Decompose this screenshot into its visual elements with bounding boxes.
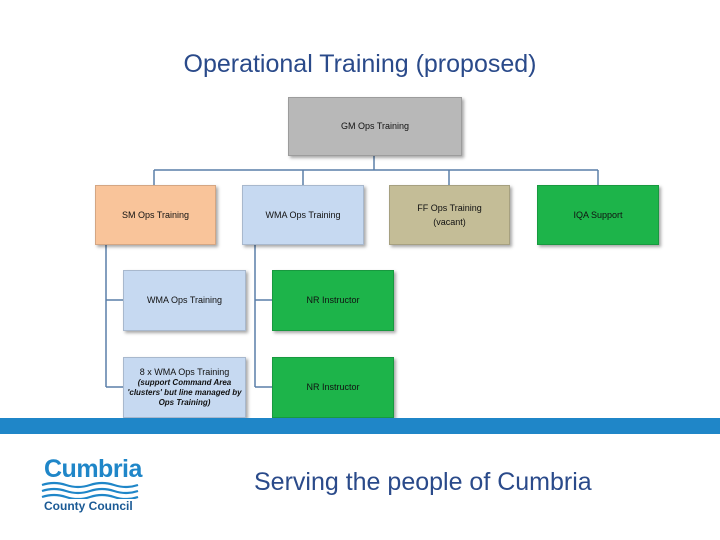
- node-wma-ops-training-mid: WMA Ops Training: [123, 270, 246, 331]
- node-gm-ops-training: GM Ops Training: [288, 97, 462, 156]
- org-chart-connectors: [105, 156, 599, 388]
- footer-band: [0, 418, 720, 434]
- node-label: IQA Support: [573, 209, 623, 220]
- cumbria-county-council-logo: Cumbria County Council: [30, 447, 162, 522]
- node-label-line2: (vacant): [433, 216, 466, 227]
- node-label-line2: (support Command Area 'clusters' but lin…: [127, 378, 242, 407]
- node-iqa-support: IQA Support: [537, 185, 659, 245]
- node-sm-ops-training: SM Ops Training: [95, 185, 216, 245]
- node-label: SM Ops Training: [121, 209, 190, 220]
- node-label-line1: 8 x WMA Ops Training: [139, 367, 230, 377]
- node-label: WMA Ops Training: [146, 295, 223, 305]
- logo-waves-icon: [41, 481, 139, 499]
- node-label: GM Ops Training: [340, 121, 410, 131]
- node-label-line1: FF Ops Training: [417, 202, 482, 213]
- node-label: NR Instructor: [306, 382, 360, 392]
- node-nr-instructor-1: NR Instructor: [272, 270, 394, 331]
- node-ff-ops-training: FF Ops Training (vacant): [389, 185, 510, 245]
- logo-wordmark: Cumbria: [44, 455, 142, 483]
- node-nr-instructor-2: NR Instructor: [272, 357, 394, 418]
- logo-subtitle: County Council: [44, 499, 133, 513]
- node-8x-wma-ops-training: 8 x WMA Ops Training (support Command Ar…: [123, 357, 246, 418]
- node-label: NR Instructor: [306, 295, 360, 305]
- page-title: Operational Training (proposed): [183, 50, 537, 78]
- node-label: WMA Ops Training: [265, 209, 341, 220]
- node-wma-ops-training-top: WMA Ops Training: [242, 185, 364, 245]
- footer-tagline: Serving the people of Cumbria: [254, 468, 592, 496]
